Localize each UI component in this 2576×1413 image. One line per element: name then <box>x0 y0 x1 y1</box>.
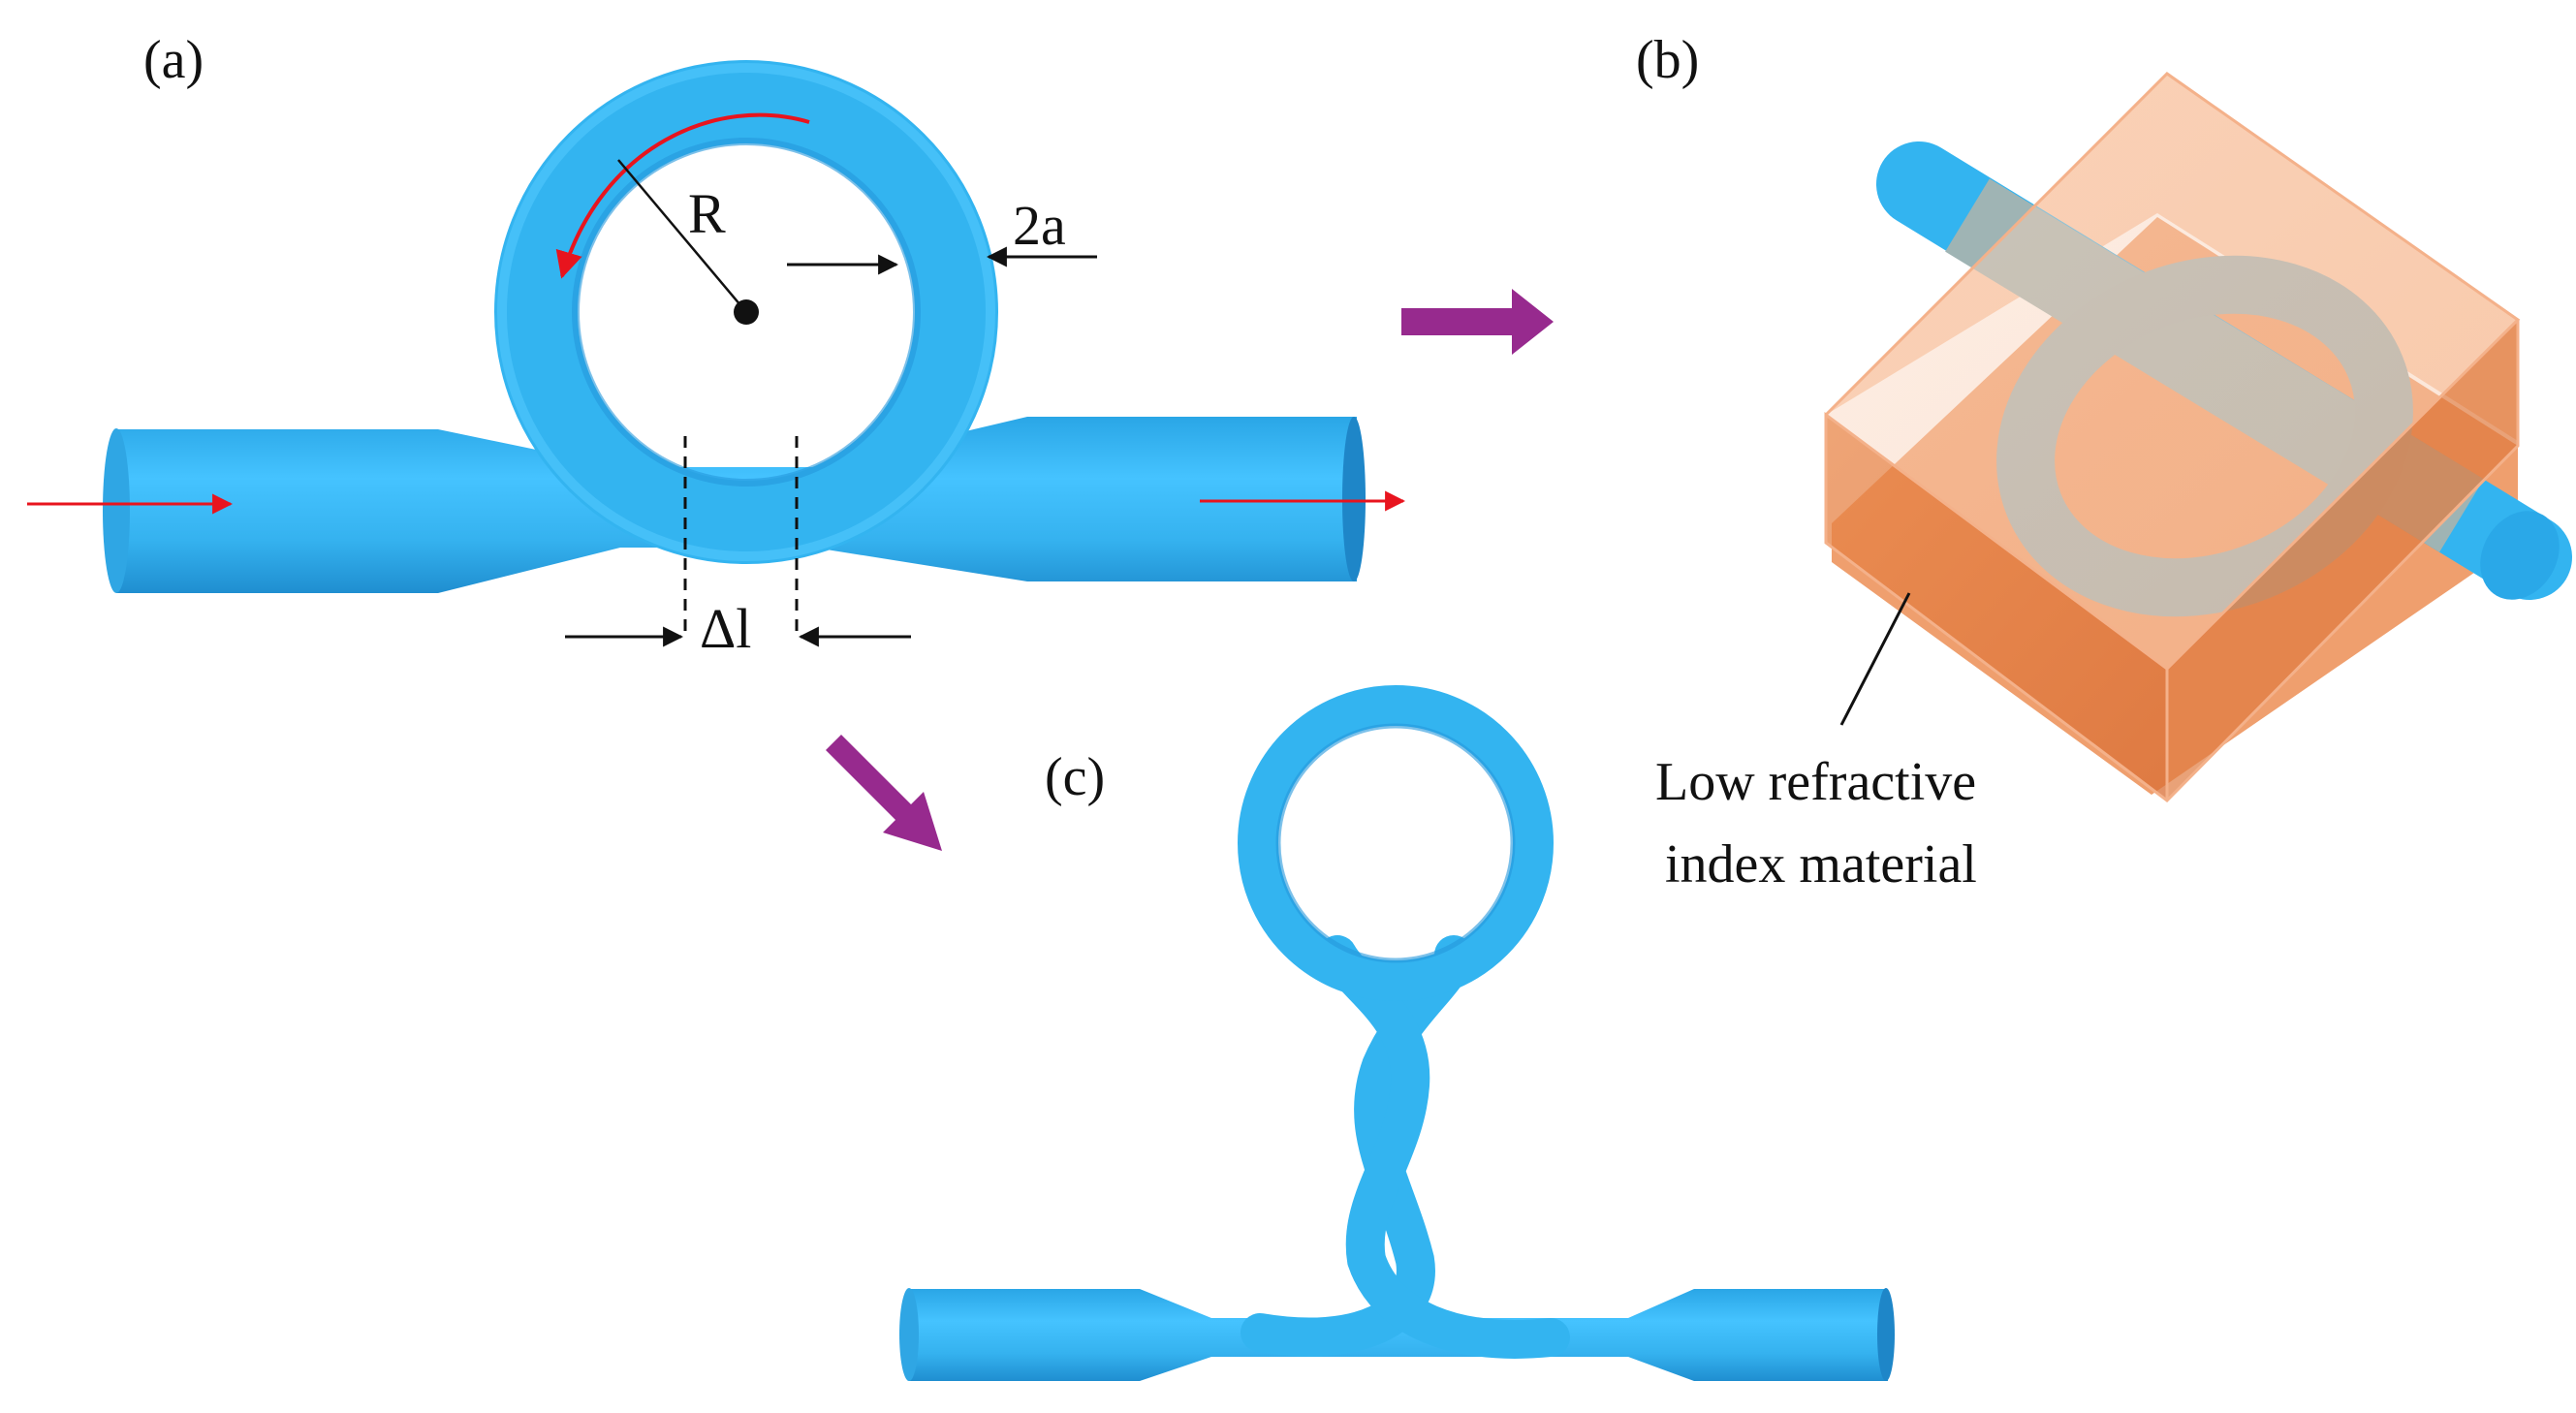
panel-a-fiber-left-end <box>103 428 130 593</box>
panel-b-box-top-face <box>1826 74 2518 669</box>
panel-c-loop-inner-shade <box>1275 723 1516 963</box>
panel-b-caption-line2: index material <box>1665 834 1977 895</box>
panel-b-box-left-face <box>1826 415 2167 801</box>
panel-c-fiber-loop <box>1238 685 1554 1001</box>
panel-b-fiber-end-right <box>2480 511 2560 600</box>
panel-a-ring-outer-highlight <box>497 63 995 561</box>
panel-a-center-dot <box>734 299 759 325</box>
arrow-to-panel-c <box>826 735 942 851</box>
panel-a-radius-line <box>617 159 747 313</box>
panel-a-thickness-label: 2a <box>1013 194 1066 257</box>
panel-c: (c) <box>899 685 1895 1381</box>
panel-a-ring-inner-shade <box>572 138 921 487</box>
panel-c-twisted-fiber <box>1241 935 1570 1359</box>
panel-a-radius-label: R <box>688 182 726 245</box>
panel-a-fiber-right-end <box>1342 417 1366 581</box>
panel-a-overlap-label: Δl <box>700 597 751 660</box>
panel-c-label: (c) <box>1045 747 1105 807</box>
panel-c-tapered-fiber <box>909 1289 1888 1381</box>
panel-b-box-right-face <box>2167 320 2518 801</box>
panel-a-fiber-ring <box>494 60 998 564</box>
panel-b-label: (b) <box>1636 30 1699 90</box>
panel-c-fiber-right-end <box>1877 1288 1895 1381</box>
panel-b-caption-line1: Low refractive <box>1655 752 1976 812</box>
panel-a-label: (a) <box>143 30 204 90</box>
panel-b-callout-line <box>1839 592 1911 726</box>
panel-c-fiber-left-end <box>899 1288 919 1381</box>
panel-a-circulation-arrow <box>555 112 810 279</box>
arrow-to-panel-b <box>1401 289 1554 355</box>
panel-b: (b) Low refractive index material <box>1636 30 2572 895</box>
panel-a: (a) R 2a Δl <box>27 30 1406 660</box>
panel-b-box-edges <box>1824 72 2521 802</box>
